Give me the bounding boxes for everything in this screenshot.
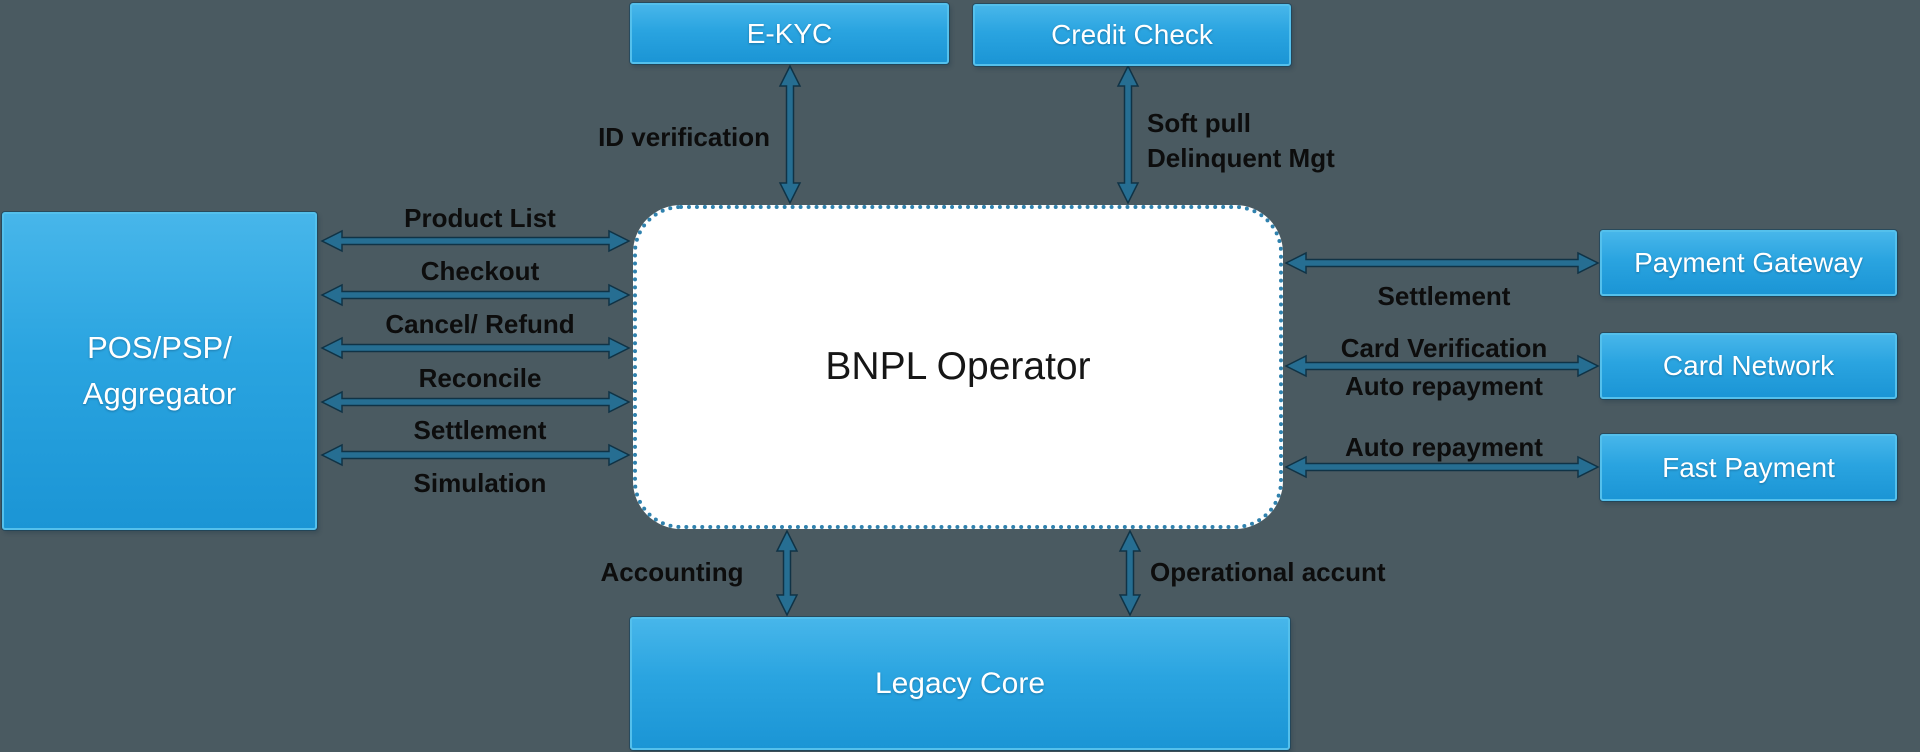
node-pos-label-line2: Aggregator bbox=[82, 376, 237, 411]
edge-label-settlement-left: Settlement bbox=[413, 415, 547, 445]
node-card-network-label: Card Network bbox=[1662, 350, 1835, 381]
arrow-bnpl-legacy-operational bbox=[1118, 529, 1142, 617]
edge-label-simulation: Simulation bbox=[413, 468, 547, 498]
arrow-pos-checkout bbox=[320, 283, 631, 307]
node-bnpl-operator-label: BNPL Operator bbox=[825, 345, 1091, 388]
edge-label-card-verification: Card Verification bbox=[1340, 333, 1548, 363]
edge-label-checkout: Checkout bbox=[420, 256, 540, 286]
arrow-bnpl-payment-gateway bbox=[1284, 251, 1600, 275]
arrow-credit-check-bnpl bbox=[1116, 64, 1140, 205]
edge-label-operational-account: Operational accunt bbox=[1150, 557, 1386, 587]
edge-label-auto-repayment-fast: Auto repayment bbox=[1345, 432, 1543, 462]
node-credit-check: Credit Check bbox=[973, 4, 1291, 66]
node-pos-psp-aggregator: POS/PSP/ Aggregator bbox=[2, 212, 317, 530]
edge-label-cancel-refund: Cancel/ Refund bbox=[385, 309, 575, 339]
edge-label-reconcile: Reconcile bbox=[418, 363, 542, 393]
node-legacy-core-label: Legacy Core bbox=[874, 666, 1046, 700]
edge-label-credit-check-group: Soft pull Delinquent Mgt bbox=[1147, 106, 1335, 176]
arrow-pos-product-list bbox=[320, 229, 631, 253]
edge-label-accounting: Accounting bbox=[600, 557, 744, 587]
node-pos-label-line1: POS/PSP/ bbox=[87, 329, 232, 365]
node-ekyc: E-KYC bbox=[630, 3, 949, 64]
arrow-pos-reconcile bbox=[320, 390, 631, 414]
edge-label-settlement-right: Settlement bbox=[1377, 281, 1511, 311]
node-payment-gateway-label: Payment Gateway bbox=[1634, 247, 1863, 278]
edge-label-delinquent-mgt: Delinquent Mgt bbox=[1147, 143, 1335, 173]
node-card-network: Card Network bbox=[1600, 333, 1897, 399]
node-ekyc-label: E-KYC bbox=[746, 17, 833, 49]
edge-label-auto-repayment-card: Auto repayment bbox=[1345, 371, 1543, 401]
edge-label-id-verification: ID verification bbox=[598, 122, 770, 152]
node-fast-payment: Fast Payment bbox=[1600, 434, 1897, 501]
node-bnpl-operator: BNPL Operator bbox=[633, 205, 1283, 529]
edge-label-product-list: Product List bbox=[404, 203, 556, 233]
arrow-pos-cancel-refund bbox=[320, 336, 631, 360]
arrow-pos-settlement bbox=[320, 443, 631, 467]
edge-label-soft-pull: Soft pull bbox=[1147, 108, 1251, 138]
node-payment-gateway: Payment Gateway bbox=[1600, 230, 1897, 296]
node-legacy-core: Legacy Core bbox=[630, 617, 1290, 750]
arrow-ekyc-bnpl bbox=[778, 64, 802, 205]
node-fast-payment-label: Fast Payment bbox=[1662, 451, 1835, 483]
node-credit-check-label: Credit Check bbox=[1051, 19, 1213, 50]
